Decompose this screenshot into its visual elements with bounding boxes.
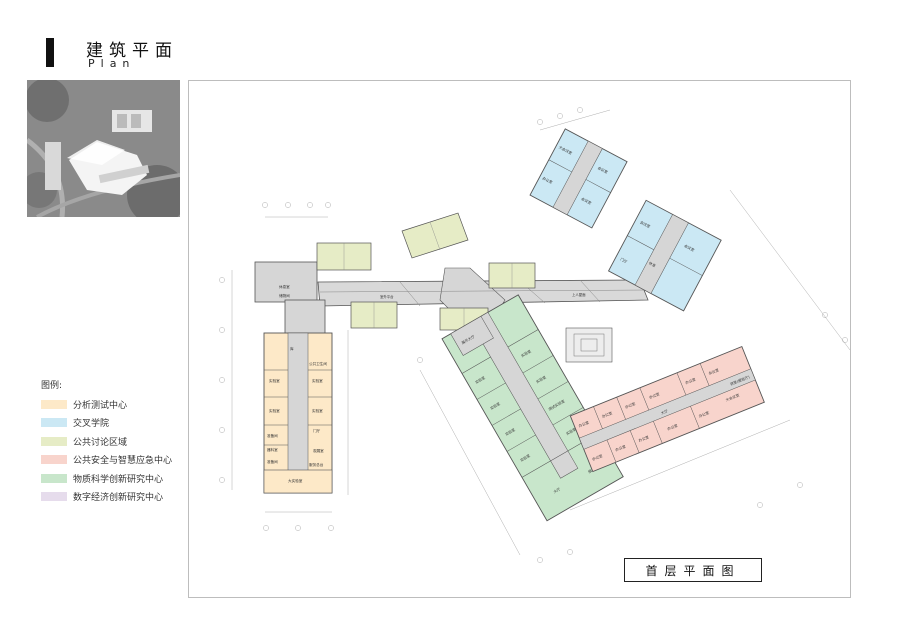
room-label: 储物间: [279, 293, 290, 298]
legend-label: 公共讨论区域: [73, 437, 128, 448]
room-label: 实验室: [312, 408, 323, 413]
legend-item: 分析测试中心: [41, 395, 172, 414]
room-label: 会议室: [639, 219, 651, 229]
legend-swatch: [41, 492, 67, 502]
north-wing-a: 大会议室 会议室 办公室 会议室: [529, 128, 628, 229]
room-label: 会议室: [708, 367, 720, 376]
room-label: 大会议室: [725, 392, 741, 402]
west-wing: [254, 261, 333, 494]
room-label: 展示大厅: [461, 333, 476, 345]
room-label: 实验室: [565, 426, 577, 436]
room-label: 办公室: [666, 423, 678, 432]
legend: 图例: 分析测试中心 交叉学院 公共讨论区域 公共安全与智慧应急中心 物质科学创…: [41, 378, 172, 506]
legend-item: 公共安全与智慧应急中心: [41, 451, 172, 470]
legend-label: 公共安全与智慧应急中心: [73, 456, 173, 467]
room-label: 观展室: [313, 448, 324, 453]
legend-title: 图例:: [41, 381, 63, 391]
aerial-image: [27, 80, 180, 217]
header-accent-bar: [46, 38, 54, 67]
legend-swatch: [41, 418, 67, 428]
room-label: 会议室: [580, 196, 592, 206]
plan-title: 首层平面图: [624, 558, 762, 582]
room-label: 服务总台: [309, 462, 324, 467]
legend-item: 数字经济创新研究中心: [41, 488, 172, 507]
room-label: 办公室: [648, 391, 660, 400]
room-label: 办公室: [638, 434, 650, 443]
room-label: 实验室: [312, 378, 323, 383]
room-label: 会议室: [683, 243, 695, 253]
room-label: 公共卫生间: [309, 361, 327, 366]
room-label: 实验室: [489, 401, 501, 411]
room-label: 办公室: [601, 410, 613, 419]
room-label: 休息: [648, 260, 657, 268]
legend-label: 数字经济创新研究中心: [73, 493, 164, 504]
room-label: 会议室: [597, 165, 609, 175]
legend-item: 交叉学院: [41, 414, 172, 433]
room-label: 办公室: [684, 376, 696, 385]
room-label: 大实验室: [288, 478, 303, 483]
courtyard-feature: [565, 327, 613, 363]
room-label: 办公室: [698, 410, 710, 419]
room-label: 办公室: [591, 453, 603, 462]
room-label: 办公室: [542, 175, 554, 185]
site-aerial-photo: [27, 80, 180, 217]
bridge-label: 上人屋面: [572, 292, 586, 297]
room-label: 准备间: [267, 433, 278, 438]
north-wing-b: 会议室 会议室 休息 门厅: [607, 199, 722, 312]
room-label: 大厅: [552, 486, 561, 494]
room-label: 库: [290, 346, 294, 351]
room-label: 实验室: [269, 378, 280, 383]
center-wing: 实验室 实验室 实验室 实验室 实验室 实验室 测试实验室 实验室 大厅 报告厅…: [441, 294, 624, 522]
room-label: 准备间: [267, 459, 278, 464]
room-label: 门厅: [620, 257, 629, 265]
room-label: 办公室: [614, 443, 626, 452]
room-label: 办公室: [624, 401, 636, 410]
bridge-label: 室外平台: [380, 294, 394, 299]
room-label: 实验室: [535, 374, 547, 384]
room-label: 实验室: [519, 453, 531, 463]
grid-bubbles: [219, 107, 848, 563]
legend-swatch: [41, 473, 67, 483]
room-label: 实验室: [474, 375, 486, 385]
room-label: 大厅: [660, 408, 669, 415]
dimension-lines: [231, 109, 851, 556]
room-label: 实验室: [520, 348, 532, 358]
page-subtitle: Plan: [88, 57, 136, 70]
east-wing: 办公室 办公室 办公室 办公室 办公室 办公室 办公室 办公室 办公室 会议室 …: [569, 346, 765, 473]
room-label: 器料室: [267, 447, 278, 452]
room-label: 实验室: [504, 427, 516, 437]
legend-label: 分析测试中心: [73, 400, 128, 411]
legend-item: 物质科学创新研究中心: [41, 469, 172, 488]
legend-swatch: [41, 455, 67, 465]
room-label: 休息室: [279, 284, 290, 289]
legend-label: 交叉学院: [73, 419, 110, 430]
page-title: 建筑平面: [86, 41, 178, 61]
legend-item: 公共讨论区域: [41, 432, 172, 451]
room-label: 门厅: [313, 428, 321, 433]
legend-swatch: [41, 399, 67, 409]
room-label: 办公室: [578, 419, 590, 428]
legend-swatch: [41, 436, 67, 446]
room-label: 大会议室: [558, 144, 573, 155]
room-label: 实验室: [269, 408, 280, 413]
legend-label: 物质科学创新研究中心: [73, 474, 164, 485]
